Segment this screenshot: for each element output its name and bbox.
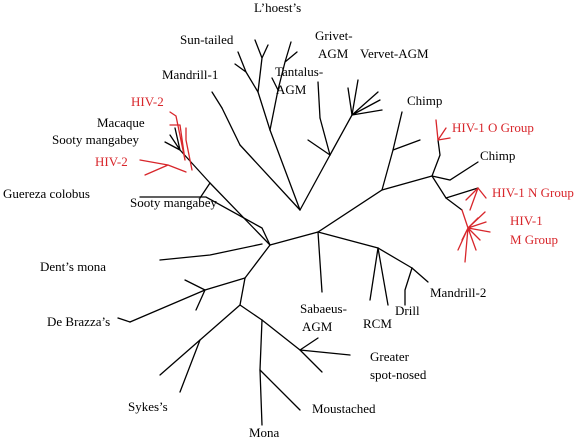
label-sykes: Sykes’s [128,399,168,414]
label-moustached: Moustached [312,401,376,416]
label-de-brazzas: De Brazza’s [47,314,110,329]
label-hiv2-top: HIV-2 [131,94,164,109]
label-sun-tailed: Sun-tailed [180,32,234,47]
label-dents-mona: Dent’s mona [40,259,106,274]
label-sabaeus-agm-2: AGM [302,319,333,334]
tree-labels: L’hoest’s Sun-tailed Grivet- AGM Vervet-… [3,0,574,439]
label-sooty-mangabey-bottom: Sooty mangabey [130,195,218,210]
hiv-branches [139,111,491,263]
label-drill: Drill [395,303,420,318]
label-hiv2-bottom: HIV-2 [95,154,128,169]
label-hiv1-m-group-1: HIV-1 [510,213,543,228]
label-chimp-top: Chimp [407,93,442,108]
label-chimp-mid: Chimp [480,148,515,163]
label-tantalus-agm-1: Tantalus- [275,64,323,79]
tree-branches [117,39,479,426]
label-hiv1-m-group-2: M Group [510,232,558,247]
label-hiv1-n-group: HIV-1 N Group [492,185,574,200]
label-mona: Mona [249,425,280,439]
label-mandrill-2: Mandrill-2 [430,285,486,300]
label-hiv1-o-group: HIV-1 O Group [452,120,534,135]
label-macaque: Macaque [97,115,145,130]
label-sooty-mangabey-top: Sooty mangabey [52,132,140,147]
label-greater-spot-nosed-1: Greater [370,349,410,364]
label-tantalus-agm-2: AGM [276,82,307,97]
label-greater-spot-nosed-2: spot-nosed [370,367,427,382]
label-grivet-agm-2: AGM [318,46,349,61]
label-lhoest: L’hoest’s [254,0,301,15]
label-vervet-agm: Vervet-AGM [360,46,429,61]
label-guereza-colobus: Guereza colobus [3,186,90,201]
label-rcm: RCM [363,316,392,331]
label-sabaeus-agm-1: Sabaeus- [300,301,347,316]
label-grivet-agm-1: Grivet- [315,28,353,43]
label-mandrill-1: Mandrill-1 [162,67,218,82]
